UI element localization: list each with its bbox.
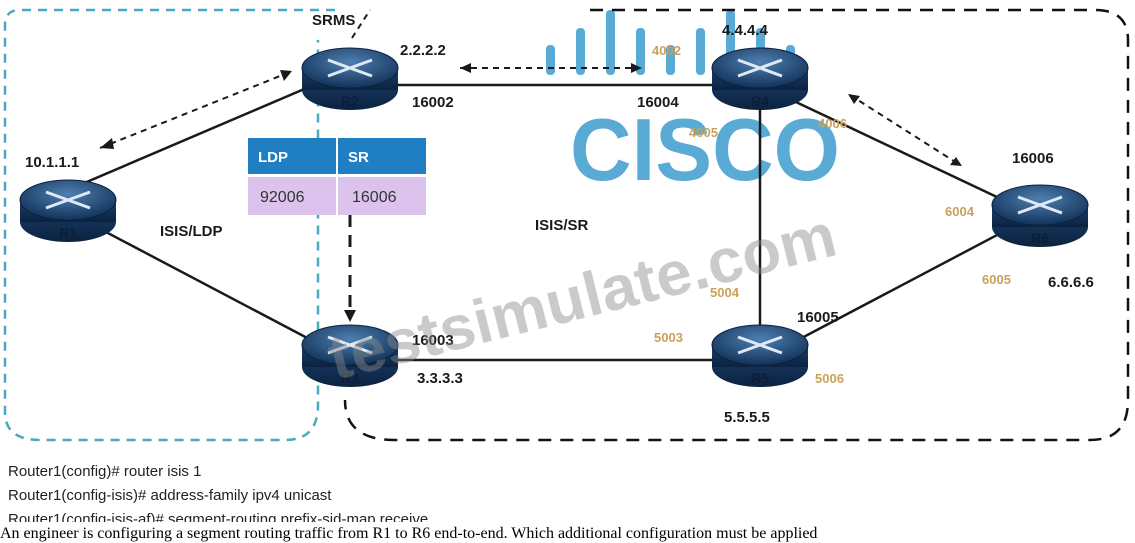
links — [67, 76, 1036, 362]
router-r2-name: R2 — [341, 93, 359, 109]
sr-domain-boundary — [343, 8, 1130, 442]
config-line: Router1(config)# router isis 1 — [8, 463, 202, 480]
label-table-value-sr: 16006 — [352, 189, 397, 206]
link-r1-r2 — [67, 76, 331, 192]
router-r5: R5 — [711, 324, 809, 387]
flow-arrows — [99, 9, 961, 315]
router-r5-name: R5 — [751, 370, 769, 386]
link-r4-r6 — [759, 83, 1036, 217]
r4-address: 4.4.4.4 — [722, 22, 769, 39]
r2-address: 2.2.2.2 — [400, 42, 446, 59]
label-table-header-sr: SR — [348, 149, 369, 166]
cisco-logo-text: CISCO — [570, 100, 840, 199]
router-r1-name: R1 — [59, 225, 77, 241]
network-topology-diagram: CISCO LDP SR 92006 16006 — [3, 8, 1130, 442]
router-r3-name: R3 — [341, 370, 359, 386]
r1-address: 10.1.1.1 — [25, 154, 79, 171]
router-r1: R1 — [19, 179, 117, 242]
link-r5-r6 — [759, 213, 1036, 362]
r3-address: 3.3.3.3 — [417, 370, 463, 387]
port-r5-5006: 5006 — [815, 371, 844, 386]
port-r6-6005: 6005 — [982, 272, 1011, 287]
arrow-heads — [100, 63, 962, 322]
port-r4-4006: 4006 — [818, 116, 847, 131]
r6-sid: 16006 — [1012, 150, 1054, 167]
port-r5-5003: 5003 — [654, 330, 683, 345]
router-r4: R4 — [711, 47, 809, 110]
port-r5-5004: 5004 — [710, 285, 740, 300]
r3-sid: 16003 — [412, 332, 454, 349]
isis-sr-label: ISIS/SR — [535, 217, 589, 234]
question-text: An engineer is configuring a segment rou… — [0, 525, 818, 542]
r4-sid: 16004 — [637, 94, 679, 111]
label-table: LDP SR 92006 16006 — [248, 138, 426, 215]
r5-address: 5.5.5.5 — [724, 409, 770, 426]
config-line: Router1(config-isis-af)# segment-routing… — [8, 511, 429, 522]
router-r6-name: R6 — [1031, 230, 1049, 246]
router-r2: R2 — [301, 47, 399, 110]
config-snippet: Router1(config)# router isis 1 Router1(c… — [8, 460, 428, 522]
label-table-header-ldp: LDP — [258, 149, 288, 166]
link-r1-r3 — [67, 210, 331, 352]
r2-sid: 16002 — [412, 94, 454, 111]
router-r3: R3 — [301, 324, 399, 387]
r6-address: 6.6.6.6 — [1048, 274, 1094, 291]
ldp-domain-boundary — [3, 8, 335, 442]
config-line: Router1(config-isis)# address-family ipv… — [8, 487, 332, 504]
isis-ldp-label: ISIS/LDP — [160, 223, 223, 240]
label-table-value-ldp: 92006 — [260, 189, 305, 206]
port-r4-4005: 4005 — [689, 125, 718, 140]
port-r6-6004: 6004 — [945, 204, 975, 219]
router-r4-name: R4 — [751, 93, 769, 109]
router-r6: R6 — [991, 184, 1089, 247]
srms-label: SRMS — [312, 12, 355, 29]
r5-sid: 16005 — [797, 309, 839, 326]
port-r4-4002: 4002 — [652, 43, 681, 58]
